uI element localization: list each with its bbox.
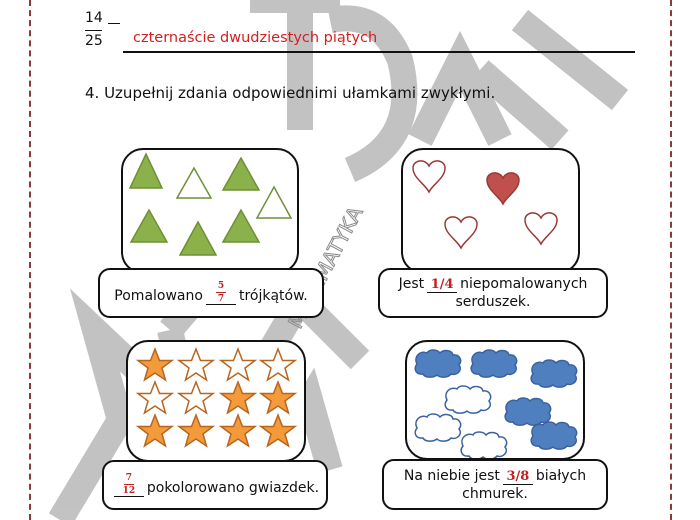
triangle-filled-icon xyxy=(221,208,261,243)
stars-caption-box: 7 12 pokolorowano gwiazdek. xyxy=(102,460,328,510)
star-empty-icon xyxy=(260,348,296,381)
triangle-filled-icon xyxy=(129,208,169,243)
example-fraction-numerator: 14 xyxy=(85,10,103,26)
caption-text: Jest xyxy=(398,276,425,292)
left-margin-border xyxy=(29,0,31,520)
star-filled-icon xyxy=(220,381,256,414)
example-answer-line xyxy=(123,51,635,53)
hearts-caption-box: Jest 1/4 niepomalowanych serduszek. xyxy=(378,268,608,318)
cloud-filled-icon xyxy=(470,349,518,378)
caption-text: Pomalowano xyxy=(114,288,203,304)
caption-text: niepomalowanych xyxy=(460,276,588,292)
star-empty-icon xyxy=(220,348,256,381)
cloud-filled-icon xyxy=(530,359,578,388)
answer-blank-fraction[interactable]: 5 7 xyxy=(205,281,236,305)
answer-fraction-bar xyxy=(123,484,134,485)
triangle-empty-icon xyxy=(255,185,293,219)
stars-illustration xyxy=(137,348,296,447)
star-filled-icon xyxy=(220,414,256,447)
caption-line-2: serduszek. xyxy=(456,293,531,311)
caption-line: Jest 1/4 niepomalowanych xyxy=(398,275,588,293)
cloud-filled-icon xyxy=(414,349,462,378)
caption-text: Na niebie jest xyxy=(403,467,500,484)
answer-fraction-bar xyxy=(215,292,226,293)
caption-line: 7 12 pokolorowano gwiazdek. xyxy=(111,473,319,497)
answer-blank[interactable]: 3/8 xyxy=(502,469,533,485)
cloud-filled-icon xyxy=(530,421,578,450)
caption-text: białych xyxy=(535,467,587,484)
hearts-illustration xyxy=(412,160,558,249)
triangle-filled-icon xyxy=(221,156,261,191)
star-filled-icon xyxy=(178,414,214,447)
heart-empty-icon xyxy=(412,160,446,193)
caption-text: chmurek. xyxy=(462,485,528,502)
right-margin-border xyxy=(670,0,672,520)
caption-text: trójkątów. xyxy=(238,288,308,304)
heart-empty-icon xyxy=(524,212,558,245)
star-filled-icon xyxy=(260,414,296,447)
answer-blank-fraction[interactable]: 7 12 xyxy=(113,473,144,497)
stars-picture-box xyxy=(126,340,306,462)
star-empty-icon xyxy=(137,381,173,414)
triangles-caption-box: Pomalowano 5 7 trójkątów. xyxy=(98,268,324,318)
heart-filled-icon xyxy=(486,172,520,205)
star-empty-icon xyxy=(178,381,214,414)
answer-numerator: 7 xyxy=(125,473,132,483)
triangles-illustration xyxy=(128,152,293,256)
task-heading: 4. Uzupełnij zdania odpowiednimi ułamkam… xyxy=(85,84,496,102)
heart-empty-icon xyxy=(444,216,478,249)
example-dash xyxy=(108,23,120,24)
example-fraction-denominator: 25 xyxy=(85,33,103,49)
star-filled-icon xyxy=(137,414,173,447)
caption-line-2: chmurek. xyxy=(462,485,528,503)
caption-text: serduszek. xyxy=(455,294,531,310)
triangles-picture-box xyxy=(121,148,299,274)
clouds-illustration xyxy=(414,349,578,458)
answer-denominator: 7 xyxy=(217,294,225,304)
triangle-filled-icon xyxy=(128,152,164,189)
hearts-picture-box xyxy=(401,148,580,274)
clouds-picture-box xyxy=(405,340,585,460)
cloud-empty-icon xyxy=(444,385,492,414)
cloud-filled-icon xyxy=(504,397,552,426)
answer-numerator: 5 xyxy=(217,281,225,291)
star-empty-icon xyxy=(178,348,214,381)
example-fraction-bar xyxy=(85,30,102,31)
cloud-empty-icon xyxy=(460,431,508,458)
star-filled-icon xyxy=(137,348,173,381)
star-filled-icon xyxy=(260,381,296,414)
cloud-empty-icon xyxy=(414,413,462,442)
clouds-caption-box: Na niebie jest 3/8 białych chmurek. xyxy=(382,459,608,510)
caption-text: pokolorowano gwiazdek. xyxy=(146,480,320,496)
answer-denominator: 12 xyxy=(122,486,136,496)
triangle-filled-icon xyxy=(178,220,218,256)
caption-line: Pomalowano 5 7 trójkątów. xyxy=(114,281,308,305)
triangle-empty-icon xyxy=(175,166,213,199)
example-answer-text: czternaście dwudziestych piątych xyxy=(133,30,378,46)
caption-line: Na niebie jest 3/8 białych xyxy=(404,467,586,485)
answer-blank[interactable]: 1/4 xyxy=(427,278,458,293)
